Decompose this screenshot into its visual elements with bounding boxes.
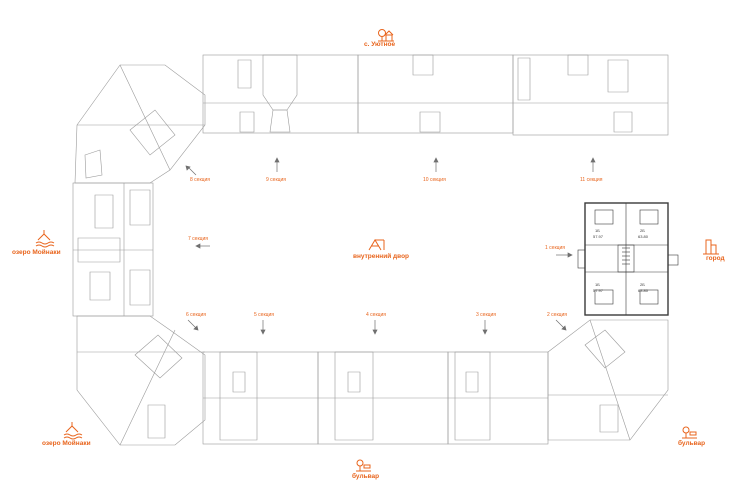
label-section-3: 3 секция bbox=[476, 312, 497, 318]
lake-icon bbox=[63, 422, 83, 440]
apartment-area: 63.80 bbox=[638, 288, 649, 293]
section-arrows bbox=[185, 157, 596, 335]
label-city: город bbox=[706, 255, 725, 262]
section-1-floor-plan bbox=[577, 202, 679, 316]
apartment-area: 57.97 bbox=[593, 234, 604, 239]
arrow-section-4 bbox=[372, 320, 378, 335]
building-bottom bbox=[202, 351, 549, 445]
playground-icon bbox=[368, 239, 385, 251]
label-section-8: 8 секция bbox=[190, 177, 211, 183]
apartment-number: 2Б bbox=[640, 282, 645, 287]
arrow-section-8 bbox=[185, 165, 197, 176]
building-corner-bottom-right bbox=[547, 319, 669, 441]
label-lake-bottom-left: озеро Мойнаки bbox=[42, 440, 91, 447]
label-section-1: 1 секция bbox=[545, 245, 566, 251]
arrow-section-5 bbox=[260, 320, 266, 335]
apartment-area: 63.80 bbox=[638, 234, 649, 239]
arrow-section-10 bbox=[433, 157, 439, 172]
apartment-number: 1Б bbox=[595, 282, 600, 287]
building-corner-bottom-left bbox=[76, 315, 206, 446]
label-lake-left: озеро Мойнаки bbox=[12, 249, 61, 256]
apartment-area: 57.97 bbox=[593, 288, 604, 293]
arrow-section-3 bbox=[482, 320, 488, 335]
arrow-section-1 bbox=[556, 252, 573, 258]
label-section-10: 10 секция bbox=[423, 177, 446, 183]
arrow-section-6 bbox=[187, 319, 199, 331]
label-section-7: 7 секция bbox=[188, 236, 209, 242]
building-left bbox=[72, 182, 154, 317]
label-boulevard-right: бульвар bbox=[678, 440, 706, 447]
building-corner-top-left bbox=[74, 64, 206, 184]
city-buildings-icon bbox=[703, 239, 719, 255]
label-courtyard: внутренний двор bbox=[353, 253, 410, 260]
apartment-number: 2Б bbox=[640, 228, 645, 233]
arrow-section-9 bbox=[274, 157, 280, 172]
label-section-2: 2 секция bbox=[547, 312, 568, 318]
label-section-5: 5 секция bbox=[254, 312, 275, 318]
arrow-section-7 bbox=[195, 243, 210, 249]
tree-house-icon bbox=[378, 29, 394, 42]
label-north-village: с. Уютное bbox=[364, 41, 396, 48]
arrow-section-2 bbox=[555, 319, 567, 331]
label-section-11: 11 секция bbox=[580, 177, 603, 183]
label-section-9: 9 секция bbox=[266, 177, 287, 183]
building-top bbox=[202, 54, 669, 136]
tree-bench-icon bbox=[682, 426, 697, 439]
tree-bench-icon bbox=[356, 459, 371, 472]
arrow-section-11 bbox=[590, 157, 596, 172]
apartment-number: 1Б bbox=[595, 228, 600, 233]
label-boulevard-bottom: бульвар bbox=[352, 473, 380, 480]
label-section-6: 6 секция bbox=[186, 312, 207, 318]
label-section-4: 4 секция bbox=[366, 312, 387, 318]
lake-icon bbox=[35, 230, 55, 248]
